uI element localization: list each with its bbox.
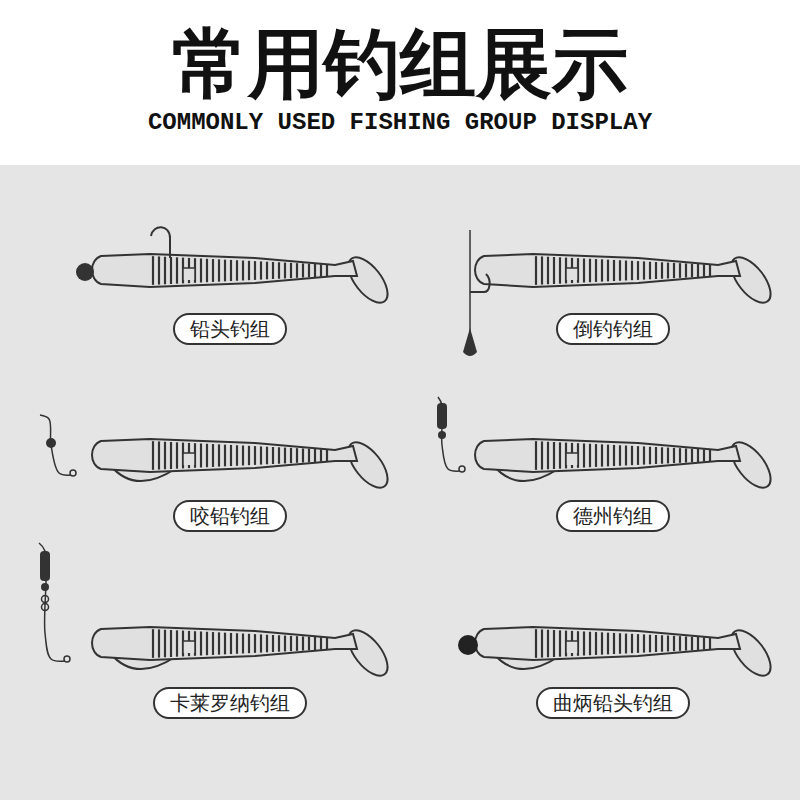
rig-label-pill: 铅头钓组 (173, 313, 287, 345)
lure-figure (463, 230, 778, 356)
page-title: 常用钓组展示 (0, 18, 800, 110)
lure-figure (76, 227, 395, 309)
rig-label: 咬铅钓组 (190, 504, 270, 528)
rig-label: 倒钓钓组 (573, 317, 653, 341)
rig-label-pill: 曲炳铅头钓组 (536, 687, 690, 719)
rig-label: 卡莱罗纳钓组 (170, 691, 290, 715)
rig-label-pill: 德州钓组 (556, 500, 670, 532)
subtitle: COMMONLY USED FISHING GROUP DISPLAY (0, 108, 800, 138)
lure-figure (458, 624, 778, 683)
rig-label-pill: 倒钓钓组 (556, 313, 670, 345)
rig-label: 德州钓组 (573, 504, 653, 528)
lure-figure (40, 415, 395, 494)
lure-figure (39, 543, 395, 682)
rig-label-pill: 卡莱罗纳钓组 (153, 687, 307, 719)
rig-label: 铅头钓组 (190, 317, 270, 341)
lure-figure (437, 397, 778, 494)
rig-label: 曲炳铅头钓组 (553, 691, 673, 715)
rig-label-pill: 咬铅钓组 (173, 500, 287, 532)
